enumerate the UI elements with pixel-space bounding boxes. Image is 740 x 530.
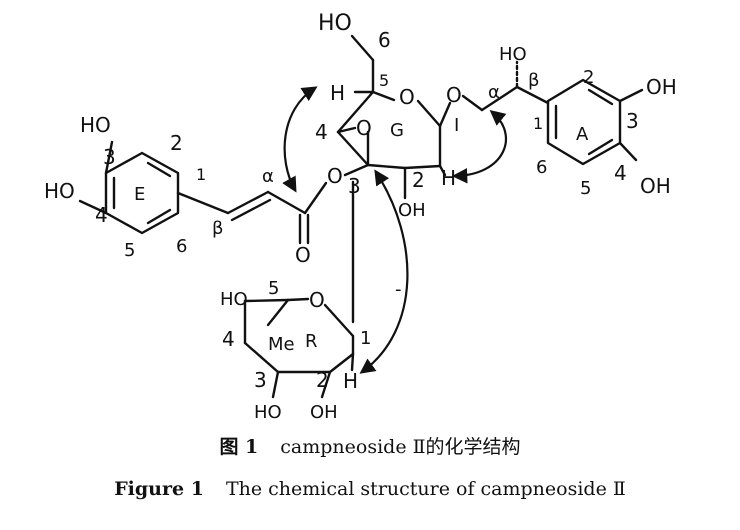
label-r-o-ring: O bbox=[309, 288, 325, 312]
label-c2: 2 bbox=[412, 168, 425, 192]
caption-cn-label: 图 1 bbox=[219, 436, 259, 458]
label-a-c3: 3 bbox=[626, 109, 639, 133]
phenylethanoid-linker bbox=[461, 60, 550, 112]
label-a-c4: 4 bbox=[614, 161, 627, 185]
label-a-oh4: OH bbox=[640, 174, 671, 198]
label-o-ester: O bbox=[327, 164, 343, 188]
noe-arrow-h1-alpha bbox=[451, 110, 508, 184]
label-e-ho3: HO bbox=[80, 113, 111, 137]
benzene-ring-a bbox=[546, 78, 644, 166]
label-c3: 3 bbox=[348, 174, 361, 198]
label-e-c5: 5 bbox=[124, 240, 135, 261]
label-ring-r: R bbox=[305, 331, 318, 352]
label-caffeoyl-alpha: α bbox=[262, 166, 274, 187]
label-ring-a: A bbox=[576, 124, 589, 145]
label-ho-c6: HO bbox=[318, 11, 352, 36]
label-c1-g: I bbox=[454, 115, 459, 136]
label-caffeoyl-beta: β bbox=[212, 218, 224, 239]
label-c4: 4 bbox=[315, 120, 328, 144]
campneoside-structure-diagram: HO 6 HO β α H 5 O 4 O G I 3 O 2 H OH O 2… bbox=[44, 11, 677, 423]
benzene-ring-e bbox=[78, 140, 328, 245]
label-r-h1: H bbox=[343, 369, 358, 393]
label-c6: 6 bbox=[378, 28, 391, 52]
label-r-oh2: OH bbox=[310, 402, 338, 423]
label-r-ho4: HO bbox=[220, 289, 248, 310]
label-h-c1: H bbox=[441, 166, 456, 190]
label-ring-e: E bbox=[134, 184, 145, 205]
label-o-glycosidic: O bbox=[446, 83, 462, 107]
noe-arrow-h5-ester bbox=[282, 86, 318, 193]
label-alpha-linker: α bbox=[488, 82, 500, 103]
label-e-c1: 1 bbox=[196, 165, 206, 184]
caption-en-text: The chemical structure of campneoside Ⅱ bbox=[225, 478, 626, 500]
glucose-ring-g bbox=[336, 34, 452, 324]
label-e-c4: 4 bbox=[95, 203, 108, 227]
caption-cn-text: campneoside Ⅱ的化学结构 bbox=[280, 436, 521, 458]
label-c5: 5 bbox=[379, 71, 389, 90]
label-oh-c2: OH bbox=[398, 200, 426, 221]
label-r-ho3: HO bbox=[254, 402, 282, 423]
label-h-c5: H bbox=[330, 81, 345, 105]
label-a-c6: 6 bbox=[536, 157, 547, 178]
label-a-c5: 5 bbox=[580, 178, 591, 199]
label-r-c4: 4 bbox=[222, 327, 235, 351]
label-a-c1: 1 bbox=[533, 114, 543, 133]
label-e-c6: 6 bbox=[176, 236, 187, 257]
label-beta-linker: β bbox=[528, 70, 540, 91]
label-r-c5: 5 bbox=[268, 278, 279, 299]
label-a-c2: 2 bbox=[583, 67, 594, 88]
label-a-oh3: OH bbox=[646, 75, 677, 99]
label-o-inner-g: O bbox=[356, 116, 372, 140]
label-carbonyl-o: O bbox=[295, 243, 311, 267]
label-oh-benzylic: HO bbox=[499, 44, 527, 65]
label-noe-dash: - bbox=[395, 279, 402, 300]
label-r-c3: 3 bbox=[254, 368, 267, 392]
caption-en-label: Figure 1 bbox=[114, 478, 204, 500]
label-r-c2: 2 bbox=[316, 368, 329, 392]
label-r-methyl: Me bbox=[268, 334, 295, 355]
caption-english: Figure 1 The chemical structure of campne… bbox=[0, 478, 740, 500]
label-r-c1: 1 bbox=[360, 328, 371, 349]
label-e-ho4: HO bbox=[44, 179, 75, 203]
noe-arrow-h3-rha-h1 bbox=[359, 169, 409, 374]
label-o-ring-g: O bbox=[399, 85, 415, 109]
label-e-c3: 3 bbox=[103, 145, 116, 169]
caption-chinese: 图 1 campneoside Ⅱ的化学结构 bbox=[0, 432, 740, 459]
label-ring-g: G bbox=[390, 120, 404, 141]
rhamnose-ring-r bbox=[243, 297, 355, 399]
label-e-c2: 2 bbox=[170, 131, 183, 155]
